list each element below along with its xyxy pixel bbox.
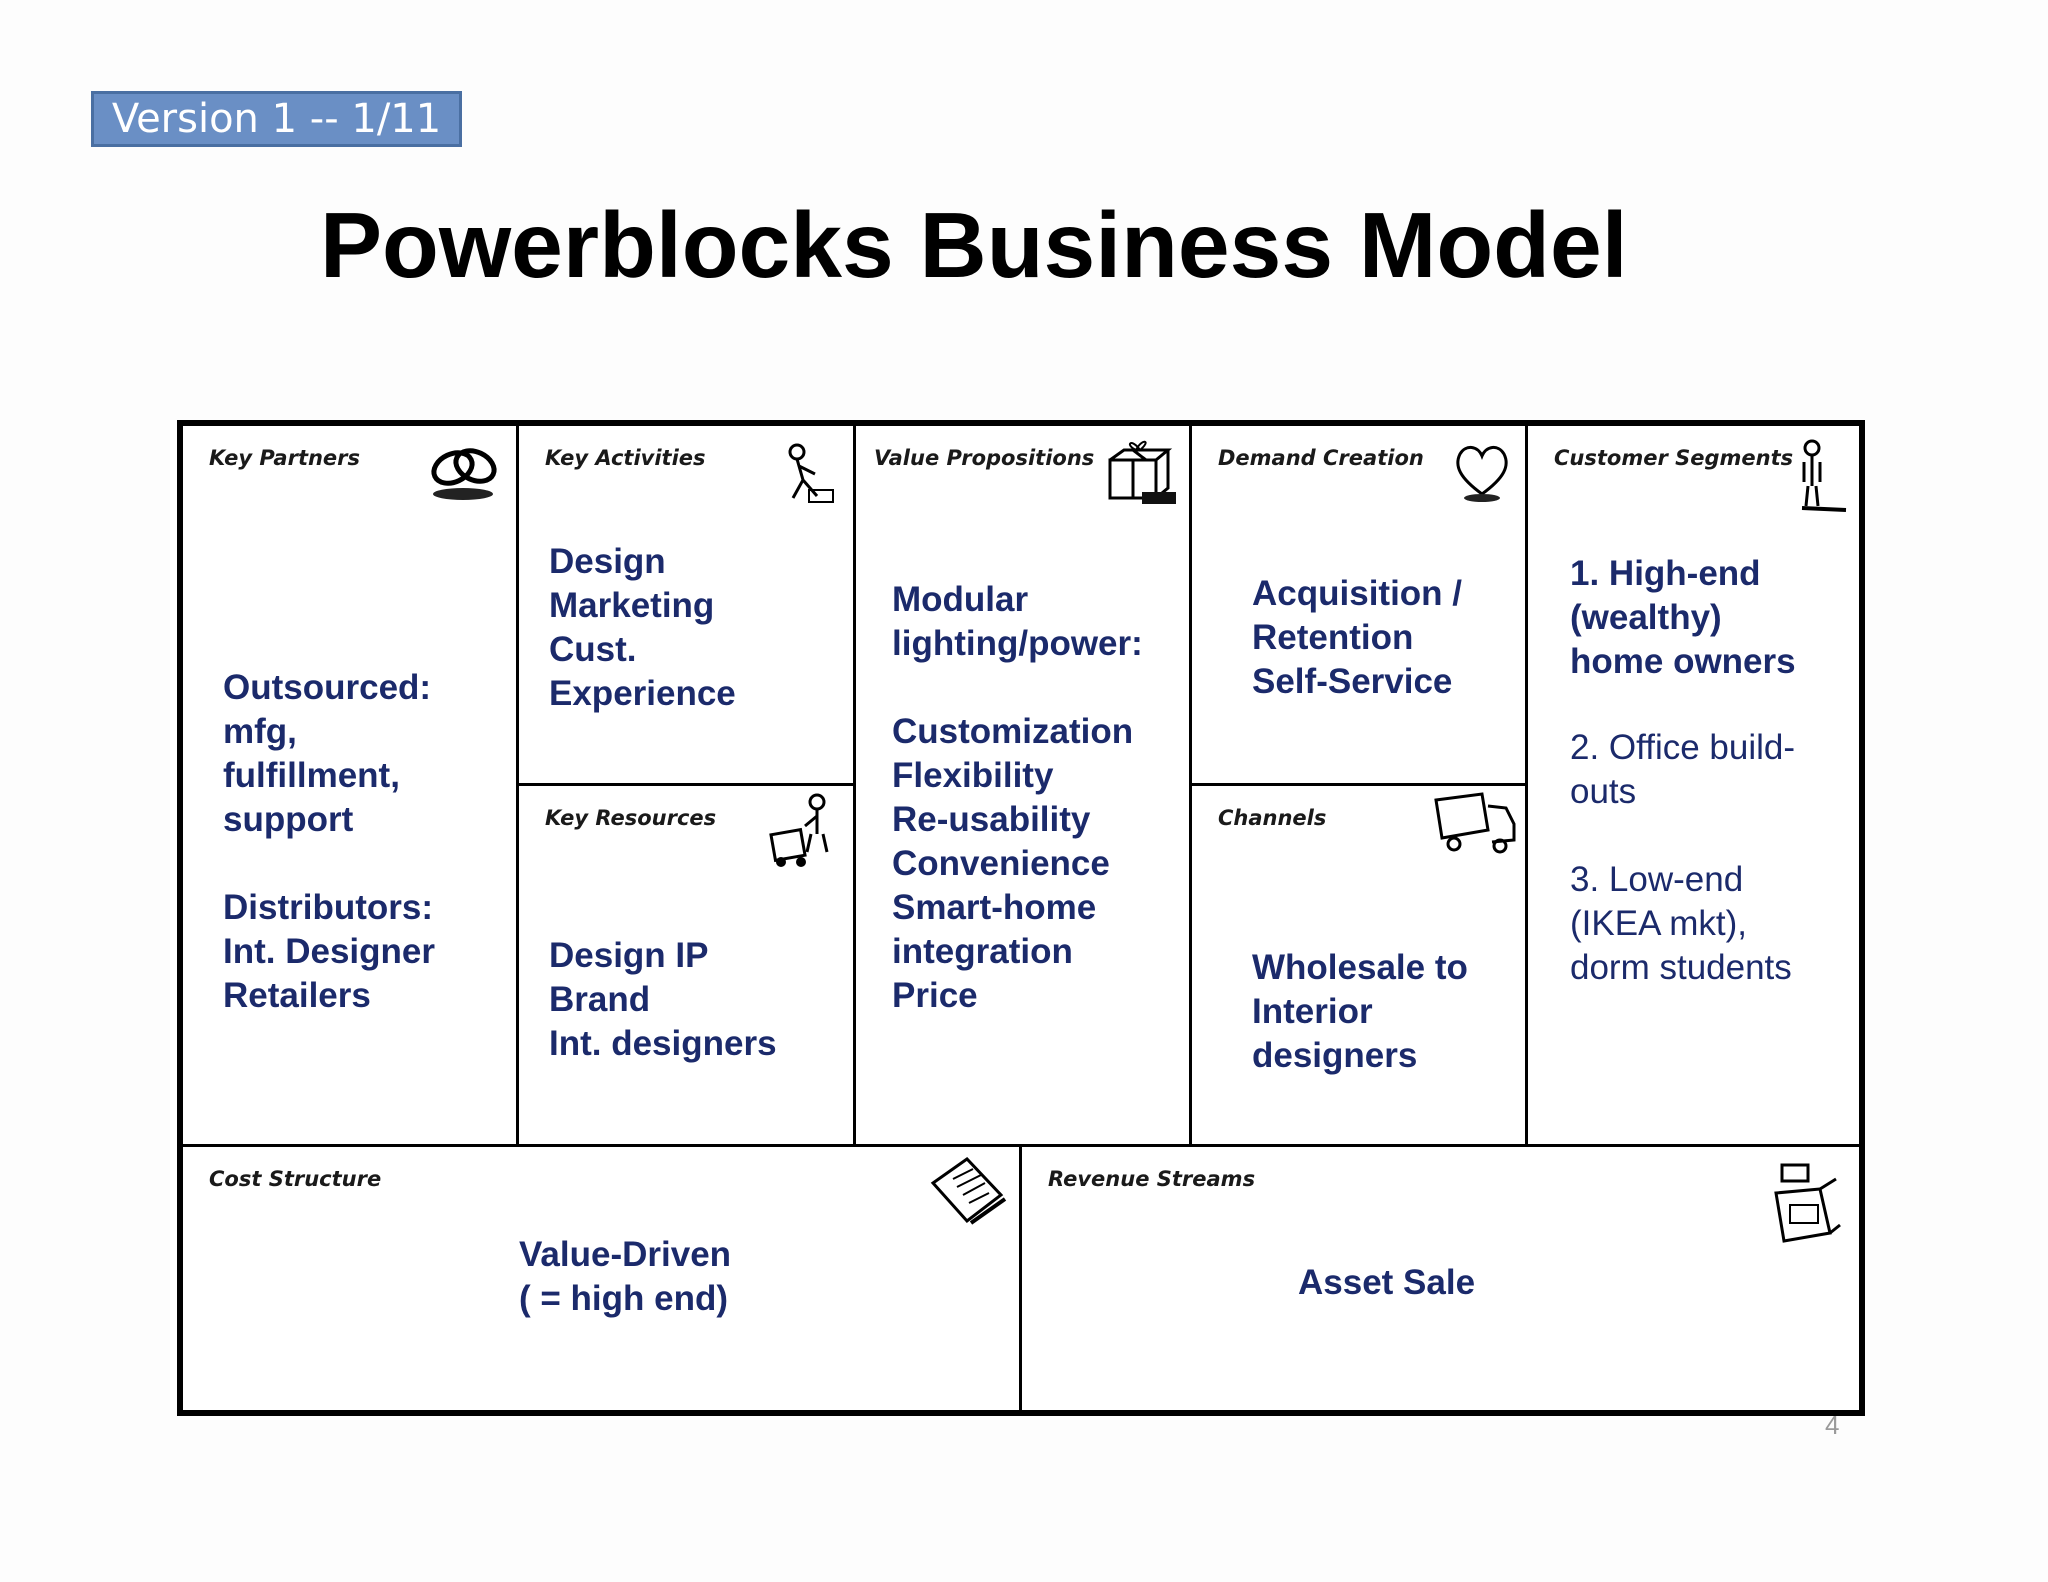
- key-partners-text: Outsourced: mfg, fulfillment, support Di…: [223, 668, 435, 1015]
- value-propositions-block: Value Propositions Modular lighting/powe…: [856, 426, 1189, 1144]
- channels-block: Channels Wholesale to Interior designers: [1192, 786, 1525, 1144]
- channels-text: Wholesale to Interior designers: [1252, 948, 1468, 1075]
- key-activities-label: Key Activities: [545, 446, 706, 470]
- divider: [1189, 783, 1528, 786]
- delivery-truck-icon: [1434, 792, 1516, 854]
- key-resources-label: Key Resources: [545, 806, 717, 830]
- demand-creation-text: Acquisition / Retention Self-Service: [1252, 574, 1462, 701]
- customer-segment-2: 2. Office build- outs: [1570, 728, 1796, 811]
- revenue-streams-text: Asset Sale: [1298, 1263, 1476, 1302]
- key-partners-label: Key Partners: [209, 446, 361, 470]
- customer-segment-1: 1. High-end (wealthy) home owners: [1570, 554, 1796, 681]
- forklift-worker-icon: [769, 793, 829, 867]
- divider: [516, 783, 856, 786]
- customer-segments-label: Customer Segments: [1554, 446, 1794, 470]
- divider: [1019, 1144, 1022, 1410]
- gift-box-icon: [1108, 440, 1176, 504]
- page-title: Powerblocks Business Model: [320, 193, 1628, 297]
- value-propositions-label: Value Propositions: [874, 446, 1095, 470]
- key-resources-text: Design IP Brand Int. designers: [549, 936, 777, 1063]
- cash-register-icon: [1774, 1163, 1841, 1243]
- cost-structure-text: Value-Driven ( = high end): [519, 1235, 732, 1318]
- cost-structure-label: Cost Structure: [209, 1167, 382, 1191]
- customer-segment-3: 3. Low-end (IKEA mkt), dorm students: [1570, 860, 1792, 987]
- heart-icon: [1456, 446, 1508, 502]
- person-icon: [1801, 439, 1847, 512]
- invoice-icon: [930, 1157, 1007, 1225]
- business-model-canvas: Key Partners Outsourced: mfg, fulfillmen…: [177, 420, 1865, 1416]
- channels-label: Channels: [1218, 806, 1327, 830]
- key-resources-block: Key Resources Design IP Brand Int. desig…: [519, 786, 853, 1144]
- demand-creation-block: Demand Creation Acquisition / Retention …: [1192, 426, 1525, 783]
- key-activities-block: Key Activities Design Marketing Cust. Ex…: [519, 426, 853, 783]
- chain-links-icon: [431, 448, 497, 500]
- revenue-streams-label: Revenue Streams: [1048, 1167, 1256, 1191]
- demand-creation-label: Demand Creation: [1218, 446, 1424, 470]
- cost-structure-block: Cost Structure Value-Driven ( = high end…: [183, 1147, 1019, 1410]
- key-partners-block: Key Partners Outsourced: mfg, fulfillmen…: [183, 426, 516, 1144]
- key-activities-text: Design Marketing Cust. Experience: [549, 542, 736, 713]
- value-propositions-text: Modular lighting/power: Customization Fl…: [892, 580, 1143, 1015]
- worker-icon: [788, 443, 834, 503]
- page-number: 4: [1825, 1410, 1840, 1440]
- version-label: Version 1 -- 1/11: [91, 91, 462, 147]
- revenue-streams-block: Revenue Streams Asset Sale: [1022, 1147, 1859, 1410]
- customer-segments-block: Customer Segments 1. High-end (wealthy) …: [1528, 426, 1859, 1144]
